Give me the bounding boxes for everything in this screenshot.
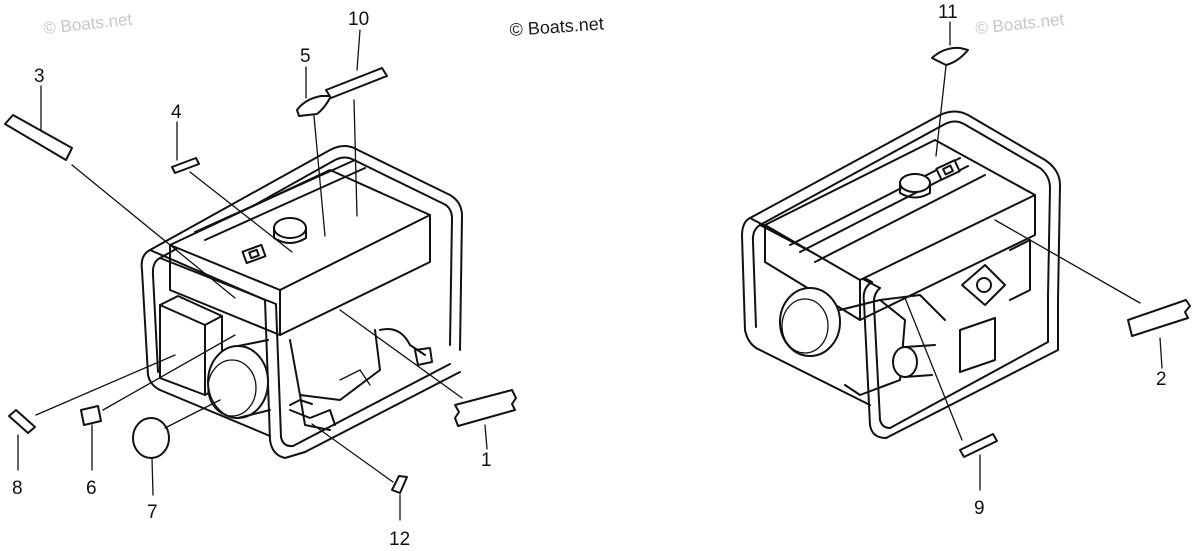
generator-front-view: [140, 145, 463, 459]
callout-8: 8: [12, 478, 23, 499]
decal-part-7: [132, 417, 170, 459]
watermark-center: © Boats.net: [509, 13, 604, 40]
callout-10: 10: [348, 9, 369, 30]
decal-part-10: [325, 67, 388, 99]
decal-part-9: [959, 433, 998, 458]
generator-rear-view: [741, 110, 1061, 439]
callout-5: 5: [300, 46, 311, 67]
callout-7: 7: [147, 502, 158, 523]
callout-12: 12: [389, 529, 410, 550]
decal-part-2: [1127, 299, 1191, 337]
decal-part-4: [171, 157, 200, 174]
decal-part-11: [931, 46, 969, 66]
watermark-left: © Boats.net: [42, 10, 133, 38]
decal-part-5: [296, 95, 332, 117]
callout-1: 1: [481, 450, 492, 471]
decal-part-8: [8, 409, 36, 434]
callout-9: 9: [974, 498, 985, 519]
decal-part-12: [391, 475, 408, 494]
decal-part-3: [4, 114, 73, 161]
callout-11: 11: [938, 2, 958, 23]
decal-part-6: [80, 405, 102, 426]
callout-3: 3: [34, 66, 45, 87]
decal-part-1: [454, 389, 517, 427]
callout-2: 2: [1156, 369, 1167, 390]
callout-6: 6: [86, 478, 97, 499]
leader-lines: [17, 21, 1163, 521]
watermark-right: © Boats.net: [974, 10, 1065, 38]
callout-4: 4: [171, 102, 182, 123]
